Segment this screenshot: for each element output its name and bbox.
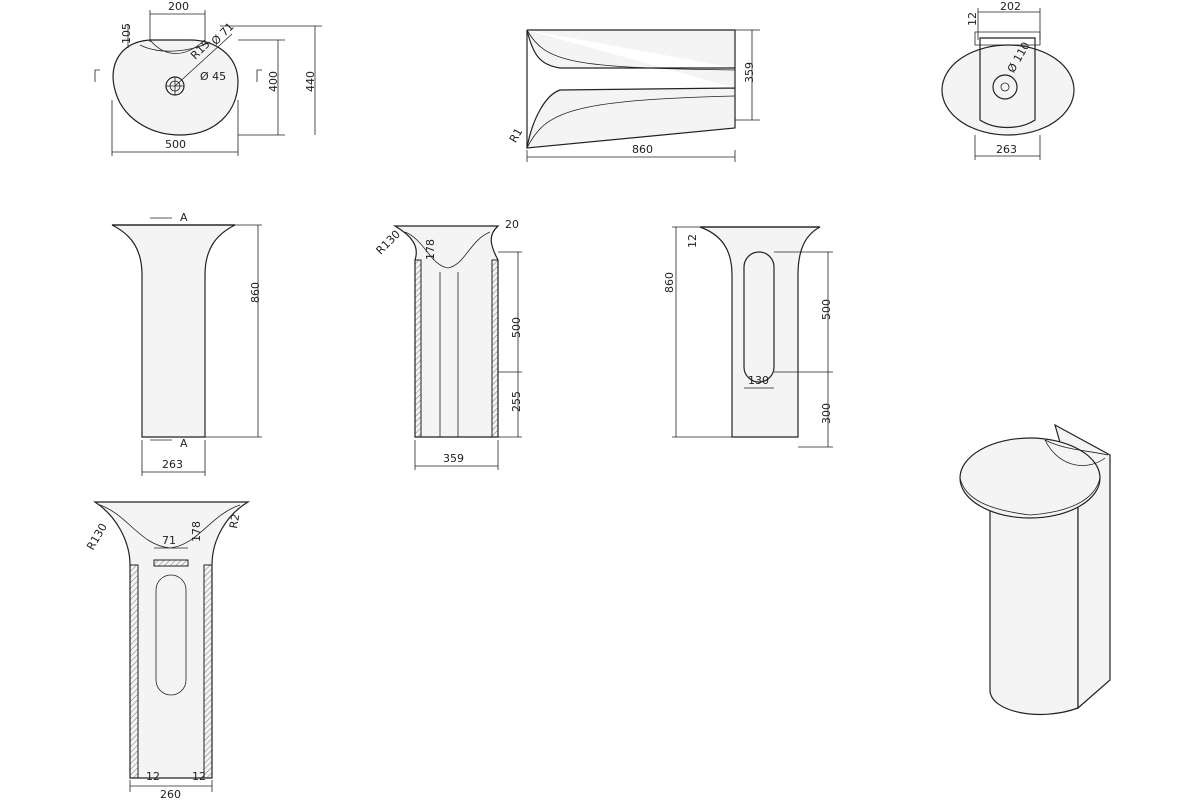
dim-bs-12a: 12	[146, 770, 160, 783]
perspective-view	[959, 423, 1111, 715]
section-wall-left	[414, 259, 422, 438]
basin-lip	[139, 41, 211, 52]
dim-bs-71: 71	[162, 534, 176, 547]
dim-side-860: 860	[632, 143, 653, 156]
dim-sec-500: 500	[510, 317, 523, 338]
dim-front-860: 860	[249, 282, 262, 303]
dim-400: 400	[267, 71, 280, 92]
dim-side-r1: R1	[507, 126, 526, 145]
side-elevation-view: 359 860 R1	[507, 29, 760, 162]
dim-d71: Ø 71	[209, 20, 237, 48]
basin-outline	[112, 39, 239, 136]
dim-rt-263: 263	[996, 143, 1017, 156]
front-body	[111, 224, 236, 438]
section-bowl	[404, 231, 491, 269]
basin-rim-curve	[1044, 439, 1106, 466]
section-mark-a-bottom: A	[180, 437, 188, 450]
basin-rim-detail	[1044, 439, 1109, 456]
dim-bs-r2: R2	[227, 513, 242, 530]
dim-bs-260: 260	[160, 788, 181, 800]
dim-440: 440	[304, 71, 317, 92]
dim-rt-202: 202	[1000, 0, 1021, 13]
detail-wall-right	[203, 564, 213, 779]
rt-back-block	[974, 31, 1041, 46]
section-arrow-left	[94, 69, 100, 82]
section-body	[392, 225, 500, 438]
dim-bs-12b: 12	[192, 770, 206, 783]
rt-inner-bowl	[979, 37, 1036, 129]
section-view: 20 R130 178 500 255 359	[374, 218, 523, 470]
back-opening	[743, 251, 775, 383]
basin-edge	[959, 477, 1101, 516]
detail-drain-seat	[153, 559, 189, 567]
side-body	[526, 29, 736, 149]
dim-sec-255: 255	[510, 391, 523, 412]
section-arrow-right	[256, 69, 262, 82]
dim-back-500: 500	[820, 299, 833, 320]
dim-bs-178: 178	[190, 521, 203, 542]
front-elevation-view: A A 860 263	[111, 211, 262, 476]
dim-sec-359: 359	[443, 452, 464, 465]
basin-notch	[149, 39, 206, 54]
dim-d45: Ø 45	[200, 70, 226, 83]
rt-drain	[992, 74, 1018, 100]
dim-back-130: 130	[748, 374, 769, 387]
dim-200: 200	[168, 0, 189, 13]
dim-back-12: 12	[686, 234, 699, 248]
section-mark-a-top: A	[180, 211, 188, 224]
detail-section-view: R130 71 178 R2 12 12 260	[84, 501, 251, 801]
dim-sec-r130: R130	[374, 228, 403, 257]
detail-inner-opening	[155, 574, 187, 696]
section-wall-right	[491, 259, 499, 438]
dim-side-359: 359	[743, 62, 756, 83]
dim-rt-12: 12	[966, 12, 979, 26]
back-elevation-view: 860 12 500 300 130	[663, 226, 833, 448]
dim-bs-r130: R130	[84, 521, 110, 552]
dim-back-860: 860	[663, 272, 676, 293]
dim-sec-20: 20	[505, 218, 519, 231]
pedestal-column	[989, 499, 1079, 715]
top-right-plan-view: 202 12 Ø 110 263	[941, 0, 1075, 160]
detail-wall-left	[129, 564, 139, 779]
top-plan-view: 200 105 R15 Ø 71 Ø 45 400 440 500	[94, 0, 322, 156]
dim-back-300: 300	[820, 403, 833, 424]
dim-front-263: 263	[162, 458, 183, 471]
dim-105: 105	[120, 23, 133, 44]
dim-sec-178: 178	[424, 239, 437, 260]
dim-500: 500	[165, 138, 186, 151]
